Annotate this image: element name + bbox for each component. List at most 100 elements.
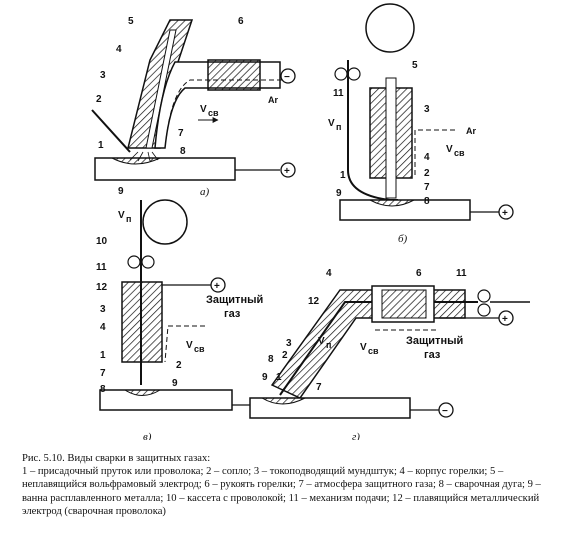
label-2-c: 2 [176,360,182,371]
label-6-d: 6 [416,268,422,279]
terminal-plus-c [210,277,226,293]
label-11-c: 11 [96,262,107,273]
figure-caption: Рис. 5.10. Виды сварки в защитных газах:… [22,452,562,518]
terminal-plus-a [280,162,296,178]
wire-speed-c: V [118,210,125,221]
shield-gas-d-1: Защитный [406,335,463,347]
workpiece-a [94,157,236,181]
minus-sign-d: − [442,406,448,417]
label-2-b: 2 [424,168,430,179]
panel-label-d: г) [352,431,360,440]
weld-speed-d: V [360,342,367,353]
plus-sign-b: + [502,208,508,219]
wire-spool-c [142,199,188,245]
plus-sign-c: + [214,281,220,292]
label-7-d: 7 [316,382,322,393]
wire-speed-sub-c: п [126,214,131,224]
panel-d: + − Защитный газ V св V п 4 6 11 12 3 2 … [249,268,530,440]
gas-path-c [164,325,205,363]
gas-path-a [165,79,290,141]
label-12-c: 12 [96,282,108,293]
panel-b: + Ar V св V п 5 3 4 2 7 8 11 1 9 б) [328,3,514,245]
gas-label-a: Ar [268,95,278,105]
weld-speed-sub-d: св [368,346,379,356]
label-12-d: 12 [308,296,320,307]
weld-speed-sub-b: св [454,148,465,158]
label-1-c: 1 [100,350,106,361]
workpiece-c [99,389,233,411]
label-7-c: 7 [100,368,106,379]
label-4-c: 4 [100,322,106,333]
label-2-d: 2 [282,350,288,361]
label-11-d: 11 [456,268,467,279]
feed-roller-1-b [334,67,348,81]
label-9-b: 9 [336,188,342,199]
panel-label-a: а) [200,186,210,198]
label-4-b: 4 [424,152,430,163]
terminal-minus-a [280,68,296,84]
feed-roller-1-c [127,255,141,269]
weld-speed-c: V [186,340,193,351]
label-7-a: 7 [178,128,184,139]
gas-label-b: Ar [466,126,476,136]
weld-speed-sub-c: св [194,344,205,354]
label-3-a: 3 [100,70,106,81]
arc-a [129,151,159,162]
label-1-d: 1 [276,372,282,383]
panel-label-c: в) [143,431,152,440]
feed-roller-2-c [141,255,155,269]
weld-speed-a: V [200,104,207,115]
electrode-a [145,29,177,149]
weld-pool-b [369,199,415,207]
shield-gas-c-1: Защитный [206,294,263,306]
label-3-d: 3 [286,338,292,349]
grip-a [207,59,261,91]
label-8-b: 8 [424,196,430,207]
panel-label-b: б) [398,233,408,245]
label-4-a: 4 [116,44,122,55]
terminal-plus-b [498,204,514,220]
grip-d [381,289,427,319]
feed-roller-2-d [477,303,491,317]
label-8-d: 8 [268,354,274,365]
minus-sign-a: − [284,72,290,83]
label-8-c: 8 [100,384,106,395]
label-5-a: 5 [128,16,134,27]
electrode-b [385,77,397,199]
label-9-d: 9 [262,372,268,383]
weld-pool-c [124,389,161,396]
caption-legend: 1 – присадочный пруток или проволока; 2 … [22,466,541,517]
label-2-a: 2 [96,94,102,105]
gas-path-b [414,129,455,178]
weld-speed-b: V [446,144,453,155]
label-7-b: 7 [424,182,430,193]
label-10-c: 10 [96,236,108,247]
wire-speed-d: V [318,336,325,347]
label-9-a: 9 [118,186,124,197]
weld-speed-sub-a: св [208,108,219,118]
terminal-plus-d [498,310,514,326]
wire-spool-b [365,3,415,53]
wire-speed-sub-d: п [326,340,331,350]
wire-speed-b: V [328,118,335,129]
label-3-b: 3 [424,104,430,115]
label-9-c: 9 [172,378,178,389]
wire-speed-sub-b: п [336,122,341,132]
caption-title: Рис. 5.10. Виды сварки в защитных газах: [22,453,211,464]
label-4-d: 4 [326,268,332,279]
plus-sign-a: + [284,166,290,177]
feed-roller-2-b [347,67,361,81]
weld-pool-d [261,397,306,405]
label-5-b: 5 [412,60,418,71]
shield-gas-d-2: газ [424,349,441,361]
label-1-a: 1 [98,140,104,151]
shield-gas-c-2: газ [224,308,241,320]
welding-diagram: − + Ar V св 5 4 3 2 1 7 8 9 6 а) + Ar V … [91,3,530,440]
label-11-b: 11 [333,88,344,99]
weld-pool-a [111,157,161,165]
label-8-a: 8 [180,146,186,157]
filler-rod-a [91,109,131,153]
panel-a: − + Ar V св 5 4 3 2 1 7 8 9 6 а) [91,16,296,198]
terminal-minus-d [438,402,454,418]
label-1-b: 1 [340,170,346,181]
